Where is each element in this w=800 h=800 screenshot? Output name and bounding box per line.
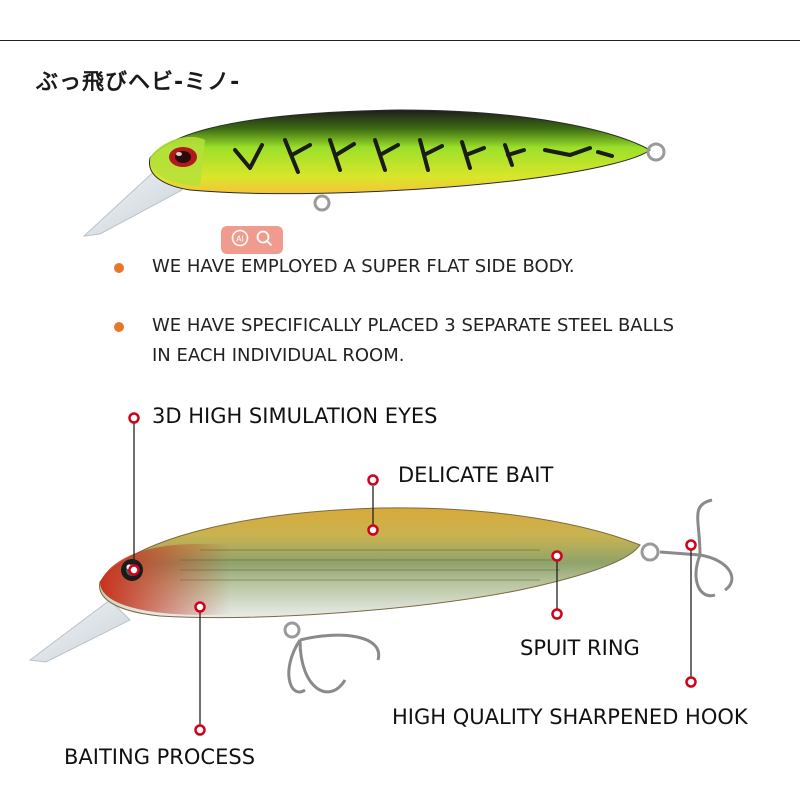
callout-marker xyxy=(194,724,206,736)
callout-marker xyxy=(685,676,697,688)
svg-text:AI: AI xyxy=(236,235,244,244)
search-icon xyxy=(255,229,273,251)
label-eyes: 3D HIGH SIMULATION EYES xyxy=(152,404,438,428)
callout-marker xyxy=(551,608,563,620)
label-process: BAITING PROCESS xyxy=(64,745,256,769)
label-ring: SPUIT RING xyxy=(520,636,640,660)
callout-marker xyxy=(367,524,379,536)
callout-marker xyxy=(367,474,379,486)
callout-marker xyxy=(194,601,206,613)
page-title: ぶっ飛びヘビ-ミノ- xyxy=(36,70,241,95)
top-divider xyxy=(0,40,800,41)
bullet-dot xyxy=(114,263,124,273)
ai-icon: AI xyxy=(231,229,249,251)
bullet-text: WE HAVE SPECIFICALLY PLACED 3 SEPARATE S… xyxy=(152,315,675,336)
ai-search-badge[interactable]: AI xyxy=(221,226,283,254)
label-bait: DELICATE BAIT xyxy=(398,463,554,487)
bullet-text: WE HAVE EMPLOYED A SUPER FLAT SIDE BODY. xyxy=(152,256,575,277)
callout-marker xyxy=(685,539,697,551)
callout-marker xyxy=(128,412,140,424)
callout-marker xyxy=(128,564,140,576)
label-hook: HIGH QUALITY SHARPENED HOOK xyxy=(392,705,748,729)
bullet-dot xyxy=(114,322,124,332)
bullet-text: IN EACH INDIVIDUAL ROOM. xyxy=(152,345,405,366)
callout-marker xyxy=(551,550,563,562)
